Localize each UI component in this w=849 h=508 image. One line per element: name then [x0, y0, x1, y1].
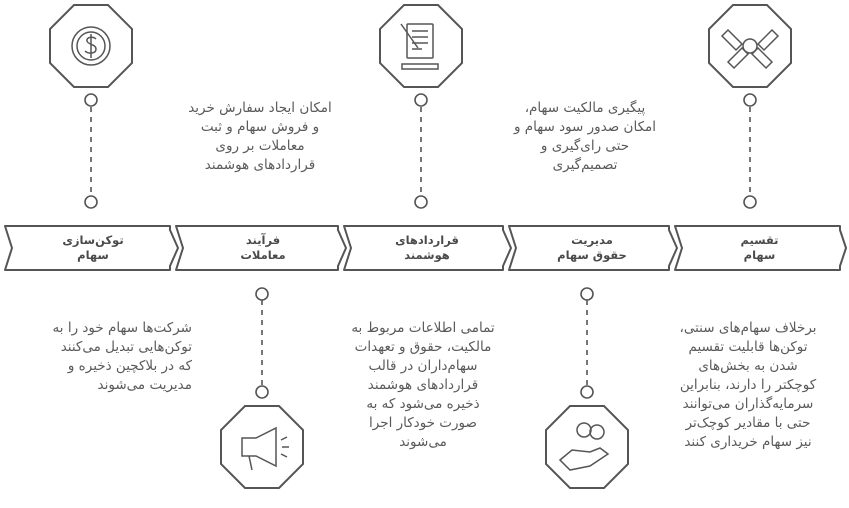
step-title-line2: معاملات	[240, 248, 286, 262]
step-label-2: مدیریت حقوق سهام	[517, 233, 667, 263]
description-line: امکان ایجاد سفارش خرید	[188, 100, 332, 116]
description-line: سرمایه‌گذاران می‌توانند	[682, 396, 814, 412]
step-label-1: تقسیم سهام	[682, 233, 837, 263]
description-line: می‌شوند	[399, 434, 447, 450]
icon-frame	[220, 405, 304, 489]
icon-frame	[545, 405, 629, 489]
description-line: قراردادهای هوشمند	[367, 377, 479, 393]
description-line: معاملات بر روی	[215, 138, 305, 154]
description-line: حتی با مقادیر کوچک‌تر	[685, 415, 811, 431]
connector-dot	[414, 93, 428, 107]
step-banner-5	[4, 225, 179, 271]
connector-dot	[743, 93, 757, 107]
connector-dot	[580, 385, 594, 399]
description-line: و فروش سهام و ثبت	[200, 119, 320, 135]
description-line: توکن‌ها قابلیت تقسیم	[688, 339, 808, 355]
icon-frame	[379, 4, 463, 88]
description-line: نیز سهام خریداری کنند	[684, 434, 812, 450]
step-title-line2: هوشمند	[404, 248, 450, 262]
description-smart-contracts: تمامی اطلاعات مربوط به مالکیت، حقوق و تع…	[318, 319, 528, 452]
step-title-line1: فرآیند	[245, 233, 281, 247]
description-line: ذخیره می‌شود که به	[366, 396, 480, 412]
description-line: که در بلاکچین ذخیره و	[67, 358, 192, 374]
connector-dot	[255, 287, 269, 301]
dollar-coin-icon	[71, 26, 111, 66]
description-line: قراردادهای هوشمند	[204, 157, 316, 173]
description-rights: پیگیری مالکیت سهام، امکان صدور سود سهام …	[480, 99, 690, 175]
icon-frame	[708, 4, 792, 88]
step-title-line2: سهام	[743, 248, 776, 262]
step-banner-2	[508, 225, 678, 271]
connector-dot	[743, 195, 757, 209]
step-title-line1: تقسیم	[740, 233, 779, 247]
step-title-line1: قراردادهای	[395, 233, 459, 247]
description-line: تصمیم‌گیری	[552, 157, 618, 173]
description-line: برخلاف سهام‌های سنتی،	[679, 320, 817, 336]
step-title-line1: مدیریت	[571, 233, 613, 247]
description-line: صورت خودکار اجرا	[369, 415, 477, 431]
description-line: توکن‌هایی تبدیل می‌کنند	[60, 339, 192, 355]
description-line: حتی رای‌گیری و	[540, 138, 630, 154]
step-title-line2: سهام	[77, 248, 109, 262]
coins-hand-icon	[558, 422, 610, 471]
connector-dot	[84, 195, 98, 209]
description-line: سهام‌داران در قالب	[368, 358, 478, 374]
step-label-3: قراردادهای هوشمند	[352, 233, 502, 263]
connector-dot	[580, 287, 594, 301]
step-label-5: توکن‌سازی سهام	[18, 233, 168, 263]
connector-dot	[84, 93, 98, 107]
description-line: مالکیت، حقوق و تعهدات	[354, 339, 492, 355]
handshake-icon	[720, 28, 780, 70]
step-banner-4	[175, 225, 347, 271]
description-division: برخلاف سهام‌های سنتی، توکن‌ها قابلیت تقس…	[648, 319, 848, 452]
step-banner-1	[674, 225, 847, 271]
contract-icon	[400, 23, 439, 70]
description-line: شدن به بخش‌های	[698, 358, 798, 374]
description-line: امکان صدور سود سهام و	[513, 119, 657, 135]
step-banner-3	[343, 225, 512, 271]
step-title-line2: حقوق سهام	[557, 248, 627, 262]
description-line: پیگیری مالکیت سهام،	[524, 100, 646, 116]
description-line: مدیریت می‌شوند	[97, 377, 192, 393]
megaphone-icon	[241, 426, 289, 471]
description-tokenization: شرکت‌ها سهام خود را به توکن‌هایی تبدیل م…	[0, 319, 192, 395]
connector-dot	[414, 195, 428, 209]
step-label-4: فرآیند معاملات	[188, 233, 338, 263]
description-line: شرکت‌ها سهام خود را به	[52, 320, 192, 336]
connector-dot	[255, 385, 269, 399]
description-trading: امکان ایجاد سفارش خرید و فروش سهام و ثبت…	[155, 99, 365, 175]
description-line: تمامی اطلاعات مربوط به	[351, 320, 495, 336]
step-title-line1: توکن‌سازی	[62, 233, 124, 247]
description-line: کوچکتر را دارند، بنابراین	[679, 377, 817, 393]
